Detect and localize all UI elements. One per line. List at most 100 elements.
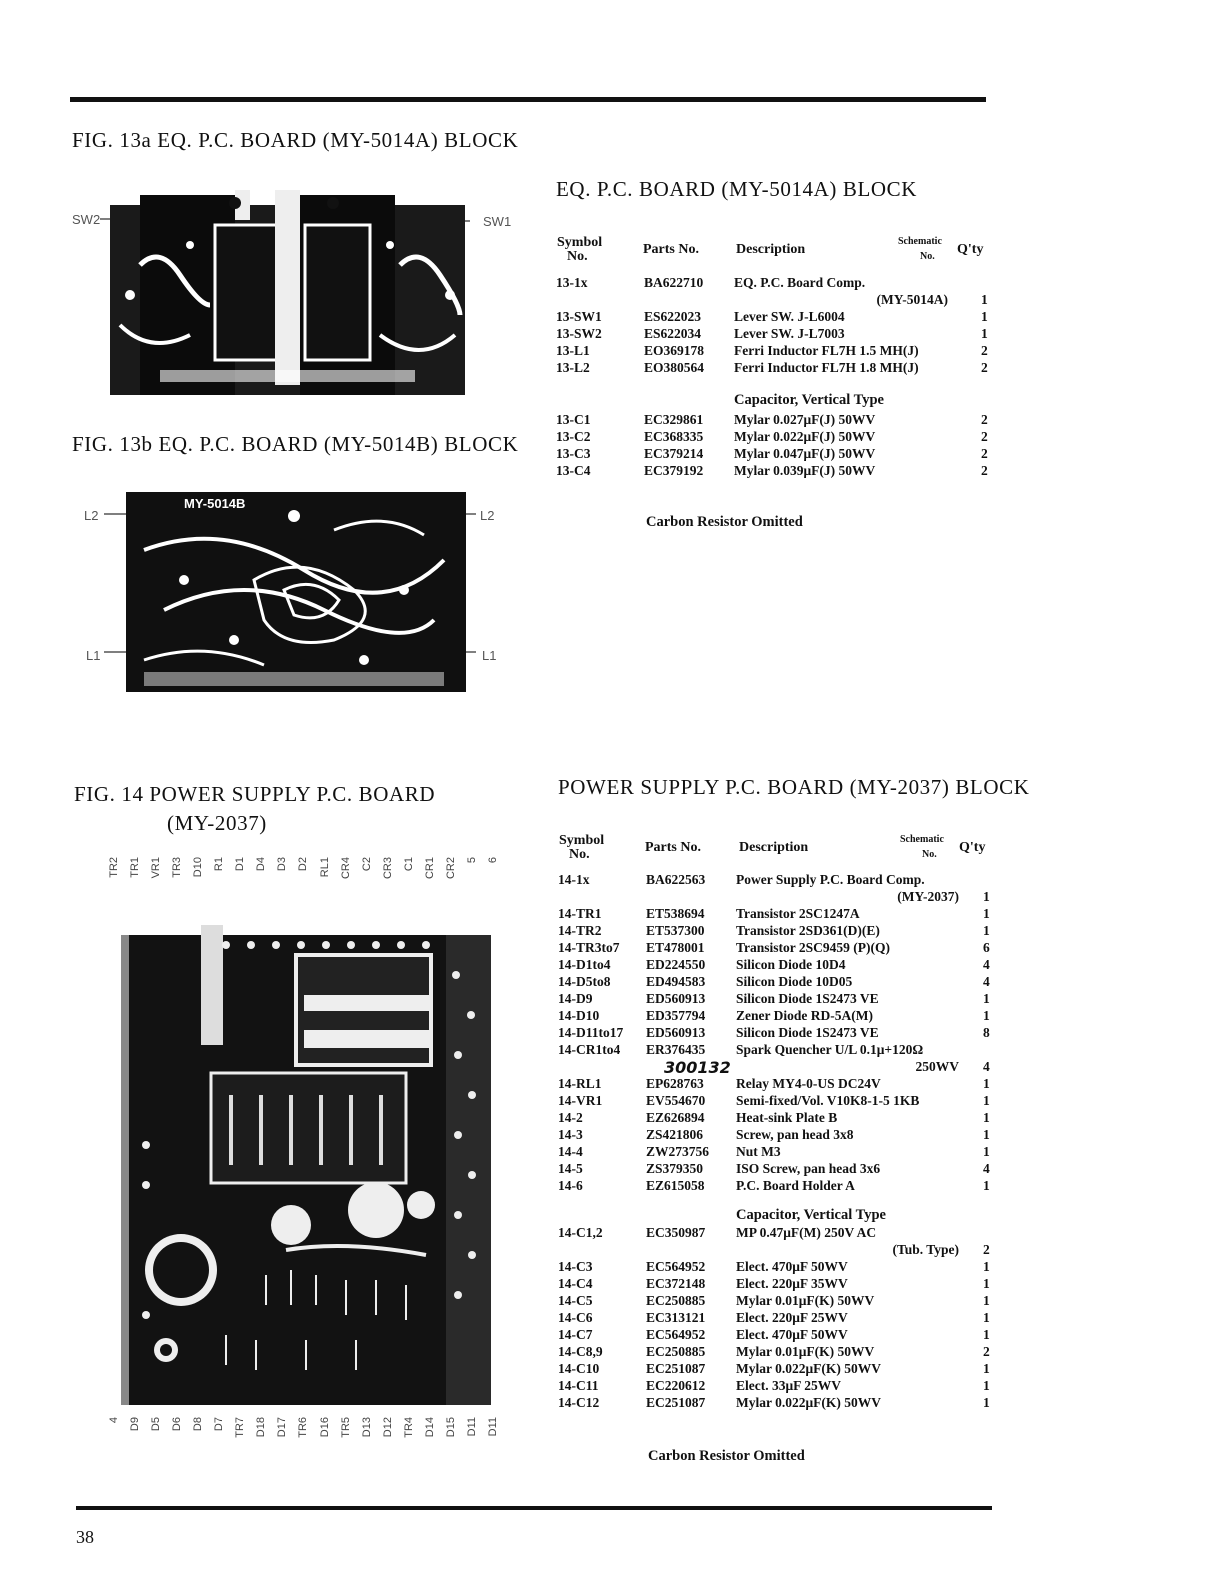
cell-description: Heat-sink Plate B	[736, 1110, 838, 1125]
cell-description: Silicon Diode 10D05	[736, 974, 853, 989]
cell-qty: 1	[983, 991, 990, 1006]
cell-qty: 2	[981, 412, 988, 427]
cell-description: Elect. 220μF 35WV	[736, 1276, 848, 1291]
component-label: C1	[403, 857, 415, 872]
cell-description: Semi-fixed/Vol. V10K8-1-5 1KB	[736, 1093, 920, 1108]
eq-hdr-symbol: Symbol	[557, 235, 603, 250]
ps-hdr-desc: Description	[739, 840, 809, 855]
cell-part-no: EZ626894	[646, 1110, 705, 1125]
cell-description: Mylar 0.022μF(K) 50WV	[736, 1395, 882, 1410]
cell-qty: 1	[983, 1127, 990, 1142]
eq-table-title: EQ. P.C. BOARD (MY-5014A) BLOCK	[556, 177, 918, 201]
cell-qty: 1	[983, 923, 990, 938]
cell-part-no: EO369178	[644, 343, 705, 358]
component-label: D1	[234, 857, 246, 872]
component-label: D14	[424, 1417, 436, 1438]
cell-symbol: 14-C4	[558, 1276, 593, 1291]
cell-part-no: EO380564	[644, 360, 705, 375]
cell-qty: 1	[983, 1327, 990, 1342]
cell-part-no: ED494583	[646, 974, 706, 989]
cell-qty: 1	[983, 1093, 990, 1108]
cell-description: Silicon Diode 1S2473 VE	[736, 991, 879, 1006]
cell-symbol: 13-L2	[556, 360, 590, 375]
cell-part-no: EZ615058	[646, 1178, 705, 1193]
cell-part-no: EC251087	[646, 1395, 706, 1410]
cell-part-no: EC372148	[646, 1276, 706, 1291]
cell-part-no: ET538694	[646, 906, 705, 921]
cell-qty: 4	[983, 1161, 990, 1176]
cell-qty: 1	[983, 1310, 990, 1325]
cell-part-no: ER376435	[646, 1042, 706, 1057]
cell-qty: 2	[981, 343, 988, 358]
eq-hdr-desc: Description	[736, 242, 806, 257]
fig14-caption-line1: FIG. 14 POWER SUPPLY P.C. BOARD	[74, 782, 436, 806]
cell-description: Relay MY4-0-US DC24V	[736, 1076, 881, 1091]
page-number: 38	[76, 1527, 94, 1547]
cell-symbol: 14-D11to17	[558, 1025, 624, 1040]
cell-part-no: EC350987	[646, 1225, 706, 1240]
cell-symbol: 13-1x	[556, 275, 588, 290]
fig13a-caption: FIG. 13a EQ. P.C. BOARD (MY-5014A) BLOCK	[72, 128, 519, 152]
cell-part-no: ZS421806	[646, 1127, 704, 1142]
component-label: TR2	[108, 857, 120, 878]
cell-symbol: 13-C4	[556, 463, 591, 478]
cell-description: Elect. 33μF 25WV	[736, 1378, 842, 1393]
cell-qty: 1	[983, 1178, 990, 1193]
component-label: D18	[255, 1417, 267, 1438]
cell-part-no: BA622710	[644, 275, 704, 290]
ps-cap-heading: Capacitor, Vertical Type	[736, 1207, 886, 1223]
cell-description: Spark Quencher U/L 0.1μ+120Ω	[736, 1042, 924, 1057]
cell-symbol: 14-VR1	[558, 1093, 603, 1108]
cell-description: Mylar 0.027μF(J) 50WV	[734, 412, 876, 427]
ps-handwritten-note: 300132	[664, 1058, 731, 1077]
cell-description: Mylar 0.047μF(J) 50WV	[734, 446, 876, 461]
cell-symbol: 14-TR2	[558, 923, 602, 938]
component-label: RL1	[319, 857, 331, 878]
cell-part-no: ES622034	[644, 326, 702, 341]
cell-symbol: 14-2	[558, 1110, 583, 1125]
cell-part-no: EC379192	[644, 463, 704, 478]
fig13b-board-photo: MY-5014B	[104, 490, 476, 695]
component-label: D13	[361, 1417, 373, 1438]
cell-part-no: ZS379350	[646, 1161, 704, 1176]
cell-part-no: ZW273756	[646, 1144, 710, 1159]
cell-part-no: EP628763	[646, 1076, 704, 1091]
component-label: D9	[129, 1417, 141, 1432]
eq-hdr-qty: Q'ty	[957, 242, 984, 257]
eq-hdr-schematic-no: No.	[920, 251, 935, 262]
component-label: CR1	[424, 857, 436, 880]
cell-part-no: EC220612	[646, 1378, 706, 1393]
cell-qty: 1	[981, 326, 988, 341]
cell-qty: 1	[981, 309, 988, 324]
component-label: CR3	[382, 857, 394, 880]
cell-qty: 2	[981, 463, 988, 478]
cell-symbol: 14-1x	[558, 872, 590, 887]
cell-part-no: EC379214	[644, 446, 704, 461]
cell-description: Zener Diode RD-5A(M)	[736, 1008, 873, 1023]
fig13b-caption: FIG. 13b EQ. P.C. BOARD (MY-5014B) BLOCK	[72, 432, 519, 456]
cell-symbol: 14-C12	[558, 1395, 600, 1410]
cell-symbol: 14-TR3to7	[558, 940, 620, 955]
component-label: TR7	[234, 1417, 246, 1438]
component-label: D2	[297, 857, 309, 872]
cell-part-no: ED560913	[646, 991, 706, 1006]
cell-symbol: 14-5	[558, 1161, 583, 1176]
cell-qty: 4	[983, 1059, 990, 1074]
cell-description: Mylar 0.01μF(K) 50WV	[736, 1293, 875, 1308]
cell-description: (Tub. Type)	[892, 1242, 959, 1257]
cell-qty: 1	[983, 1008, 990, 1023]
ps-table-title: POWER SUPPLY P.C. BOARD (MY-2037) BLOCK	[558, 775, 1030, 799]
